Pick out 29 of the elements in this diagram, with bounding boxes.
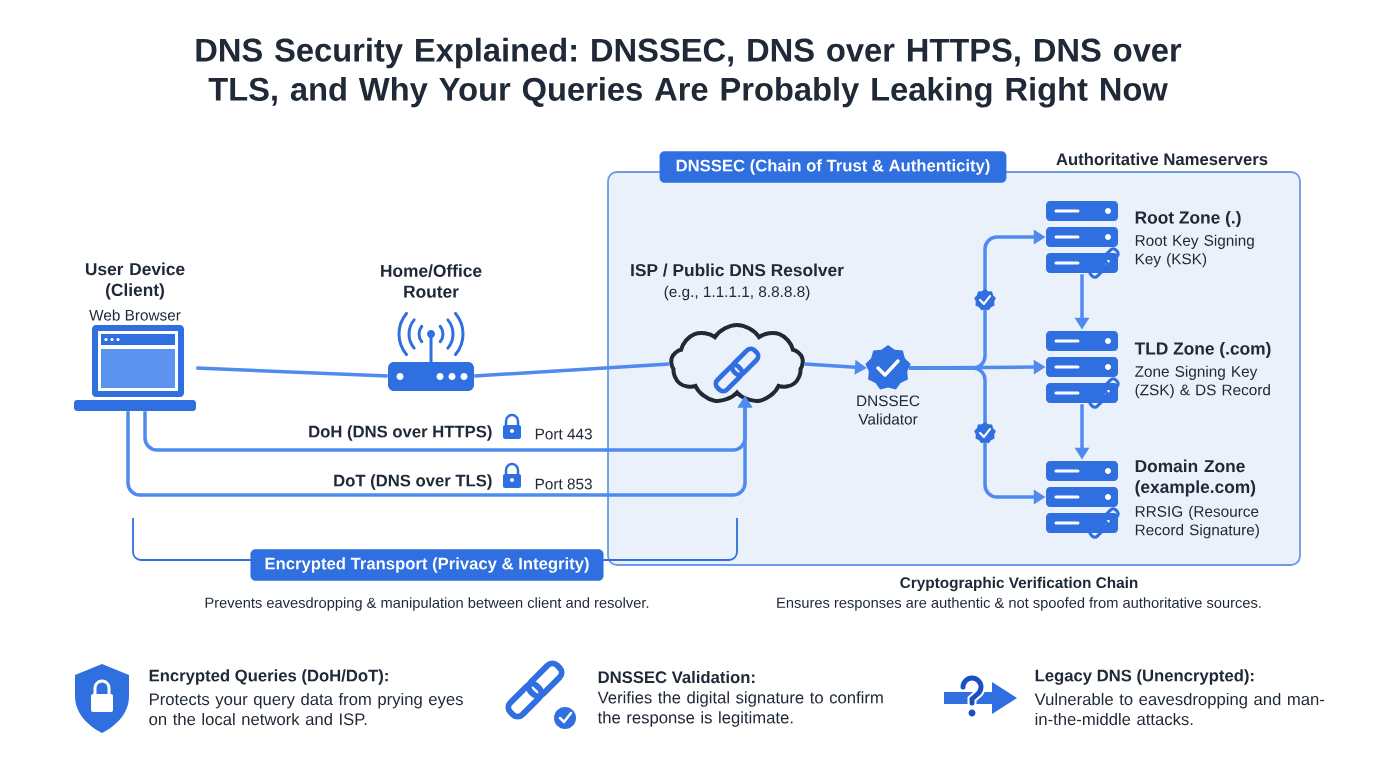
node-subtitle: RRSIG (Resource Record Signature) <box>1135 505 1259 539</box>
transport-badge: Encrypted Transport (Privacy & Integrity) <box>250 549 604 581</box>
feature-text: Vulnerable to eavesdropping and man-in-the-middle attacks. <box>1034 692 1325 726</box>
chain-heading: Cryptographic Verification Chain <box>900 576 1138 592</box>
edge-label: DoH (DNS over HTTPS) <box>309 425 492 441</box>
feature-heading: DNSSEC Validation: <box>598 670 755 684</box>
node-subtitle: Root Key Signing Key (KSK) <box>1135 234 1254 268</box>
node-heading: Domain Zone (example.com) <box>1135 459 1256 497</box>
node-caption: DNSSEC Validator <box>857 395 920 425</box>
node-heading: Root Zone (.) <box>1135 210 1241 228</box>
panel-heading: DNSSEC (Chain of Trust & Authenticity) <box>659 151 1007 183</box>
feature-heading: Encrypted Queries (DoH/DoT): <box>149 669 388 685</box>
feature-text: Protects your query data from prying eyes on the local network and ISP. <box>149 692 463 726</box>
node-subtitle: Web Browser <box>89 309 181 321</box>
port-label: Port 443 <box>535 428 592 440</box>
note-text: Prevents eavesdropping & manipulation between client and resolver. <box>205 597 649 611</box>
node-heading: User Device (Client) <box>85 262 185 300</box>
feature-heading: Legacy DNS (Unencrypted): <box>1035 669 1254 685</box>
node-heading: Home/Office Router <box>381 264 482 298</box>
node-subtitle: (e.g., 1.1.1.1, 8.8.8.8) <box>664 285 810 301</box>
feature-text: Verifies the digital signature to confirm the response is legitimate. <box>597 691 883 727</box>
node-heading: TLD Zone (.com) <box>1134 341 1271 359</box>
edge-label: DoT (DNS over TLS) <box>334 474 492 490</box>
node-subtitle: Zone Signing Key (ZSK) & DS Record <box>1135 365 1270 399</box>
port-label: Port 853 <box>535 478 592 490</box>
note-text: Ensures responses are authentic & not spoofed from authoritative sources. <box>777 597 1261 611</box>
node-heading: ISP / Public DNS Resolver <box>631 263 844 277</box>
label-text: Authoritative Nameservers <box>1056 152 1268 166</box>
title: DNS Security Explained: DNSSEC, DNS over HTTPS, DNS over TLS, and Why Your Queries Are Probably Leaking Right Now <box>196 37 1182 108</box>
